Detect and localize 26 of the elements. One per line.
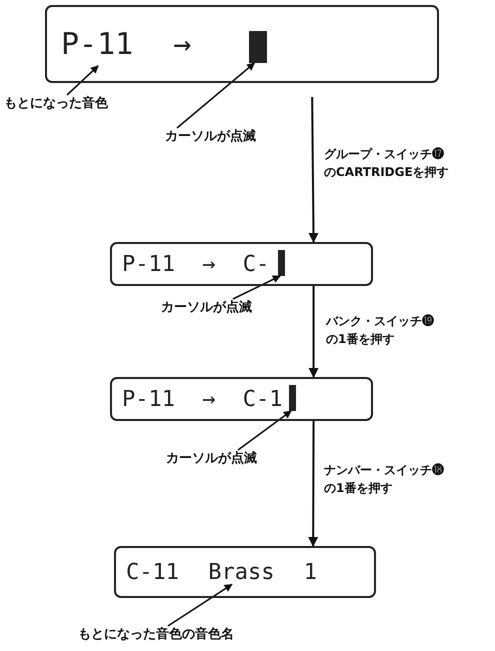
cursor-block	[278, 250, 285, 276]
edge-label: ナンバー・スイッチ⓲の1番を押す	[324, 461, 446, 497]
callout-text: カーソルが点滅	[166, 450, 286, 468]
edge-label: グループ・スイッチ⓱のCARTRIDGEを押す	[324, 145, 449, 181]
leader-line	[176, 62, 256, 129]
flow-arrow	[308, 421, 318, 547]
display-text: P-11 →	[61, 27, 192, 62]
flow-arrow	[308, 97, 318, 243]
callout-text: カーソルが点滅	[165, 128, 285, 146]
display-text: P-11 → C-1	[122, 387, 282, 412]
callout-text: もとになった音色の音色名	[78, 626, 292, 644]
callout-text: もとになった音色	[4, 95, 154, 113]
lcd-display	[45, 5, 439, 83]
leader-line	[238, 410, 292, 451]
lcd-display	[110, 377, 373, 421]
lcd-display	[110, 242, 373, 286]
display-text: C-11 Brass 1	[126, 560, 317, 585]
cursor-block	[249, 31, 267, 63]
leader-line	[232, 275, 281, 300]
leader-line	[167, 584, 233, 627]
flow-arrow	[308, 286, 319, 378]
leader-line	[66, 65, 99, 96]
cursor-block	[289, 385, 296, 411]
lcd-display	[114, 546, 376, 598]
display-text: P-11 → C-	[122, 252, 270, 277]
callout-text: カーソルが点滅	[161, 299, 285, 317]
